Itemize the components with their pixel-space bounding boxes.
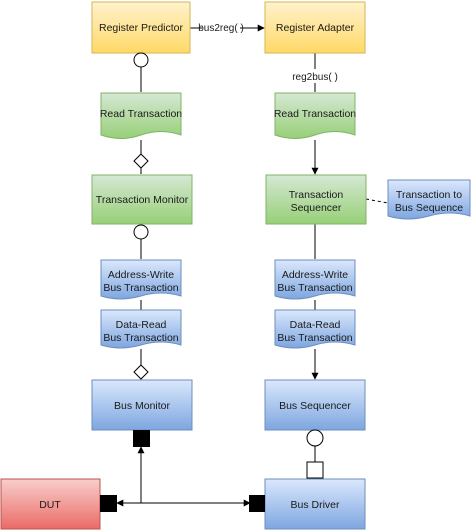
analysis-port-circle-top: [133, 52, 149, 68]
analysis-port-circle-middle: [133, 224, 149, 240]
bus-driver-port: [249, 495, 265, 512]
address-write-right-line2: Bus Transaction: [277, 282, 352, 294]
read-transaction-right: Read Transaction: [274, 92, 356, 139]
note-label-line1: Transaction to: [396, 189, 462, 201]
read-transaction-left-label: Read Transaction: [100, 108, 182, 120]
transaction-monitor-label: Transaction Monitor: [96, 194, 189, 206]
transaction-sequencer-label-line1: Transaction: [289, 189, 344, 201]
bus-driver: Bus Driver: [264, 478, 366, 530]
read-transaction-right-label: Read Transaction: [274, 108, 356, 120]
bus-driver-label: Bus Driver: [290, 499, 340, 511]
address-write-right: Address-Write Bus Transaction: [274, 259, 356, 300]
reg2bus-label: reg2bus( ): [292, 72, 338, 83]
dut: DUT: [0, 478, 101, 530]
transaction-to-bus-sequence-note: Transaction to Bus Sequence: [387, 179, 471, 220]
bus2reg-label-bg: [202, 20, 240, 34]
register-adapter-label: Register Adapter: [276, 22, 355, 34]
bus-sequencer-label: Bus Sequencer: [279, 400, 351, 412]
register-predictor-label: Register Predictor: [99, 22, 184, 34]
bus-sequencer: Bus Sequencer: [264, 379, 366, 431]
analysis-export-diamond-upper: [133, 153, 149, 169]
dut-port: [100, 495, 117, 512]
bus-monitor-label: Bus Monitor: [114, 400, 171, 412]
bus-monitor-port: [133, 430, 150, 447]
data-read-right-line2: Bus Transaction: [277, 332, 352, 344]
analysis-export-diamond-lower: [133, 364, 149, 380]
register-adapter: Register Adapter: [264, 1, 366, 54]
data-read-left-line2: Bus Transaction: [103, 332, 178, 344]
transaction-sequencer: Transaction Sequencer: [265, 174, 367, 225]
transaction-sequencer-label-line2: Sequencer: [291, 202, 342, 214]
bus2reg-label: bus2reg( ): [198, 23, 244, 34]
register-predictor: Register Predictor: [91, 1, 191, 54]
data-read-left-line1: Data-Read: [116, 319, 167, 331]
address-write-right-line1: Address-Write: [282, 269, 348, 281]
transaction-monitor: Transaction Monitor: [91, 174, 193, 225]
reg2bus-label-bg: [290, 69, 340, 83]
bus-monitor: Bus Monitor: [91, 379, 193, 431]
seq-item-export-circle: [306, 429, 324, 447]
seq-item-port-square: [306, 461, 324, 479]
address-write-left-line1: Address-Write: [108, 269, 174, 281]
data-read-right-line1: Data-Read: [290, 319, 341, 331]
read-transaction-left: Read Transaction: [100, 92, 182, 139]
data-read-right: Data-Read Bus Transaction: [274, 309, 356, 349]
address-write-left-line2: Bus Transaction: [103, 282, 178, 294]
data-read-left: Data-Read Bus Transaction: [100, 309, 182, 349]
address-write-left: Address-Write Bus Transaction: [100, 259, 182, 300]
note-label-line2: Bus Sequence: [395, 202, 463, 214]
dashed-link-note: [365, 198, 389, 204]
dut-label: DUT: [39, 499, 61, 511]
